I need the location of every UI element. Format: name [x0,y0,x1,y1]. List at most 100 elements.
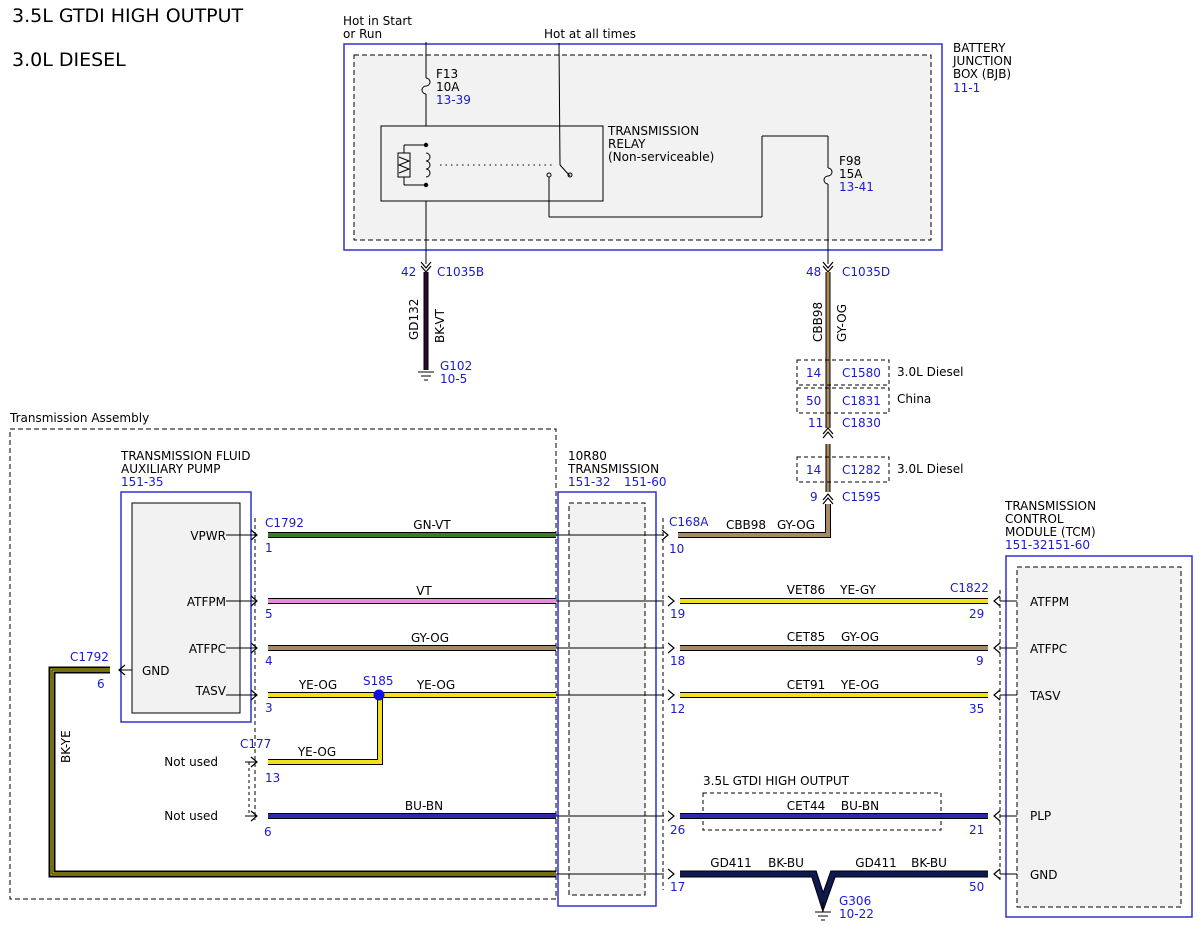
wire-ye-og-tasv-label-b: YE-OG [416,678,455,692]
c1822-connector: C1822 [950,581,989,595]
c1792-pin-6: 6 [97,677,105,691]
c1595-connector: C1595 [842,490,881,504]
pump-pin-gnd: GND [142,664,170,678]
c1822-pin-29-icon [993,595,1001,607]
relay-name-line-3: (Non-serviceable) [608,150,714,164]
wire-cet85-circuit: CET85 [787,630,826,644]
splice-s185-icon [373,689,385,701]
tcm-pin-plp: PLP [1030,809,1051,823]
wire-vet86-circuit: VET86 [787,583,825,597]
wire-vt-color-label: VT [416,584,432,598]
wire-cet44-color: BU-BN [841,799,879,813]
wire-cet44-circuit: CET44 [787,799,826,813]
wire-vet86-color: YE-GY [839,583,876,597]
c1580-option-box [796,359,890,386]
pump-pin-atfpm: ATFPM [187,595,226,609]
ground-g306-ref: 10-22 [839,907,874,921]
c168a-connector: C168A [669,515,709,529]
transmission-10r80 [557,491,657,907]
c1792-pin-1-icon [250,529,258,541]
ground-g102-ref: 10-5 [440,372,467,386]
not-used-label-2: Not used [164,809,218,823]
pin-6-bu-bn: 6 [264,825,272,839]
transmission-name-line-2: TRANSMISSION [567,462,659,476]
c1822-pin-35: 35 [969,702,984,716]
tcm-pin-atfpc: ATFPC [1030,642,1067,656]
not-used-label-1: Not used [164,755,218,769]
c1822-pin-50: 50 [969,880,984,894]
fuse-f13-rating: 10A [436,80,460,94]
splice-s185-label: S185 [363,674,394,688]
c1580-note: 3.0L Diesel [897,365,964,379]
wire-cbb98-circuit: CBB98 [726,518,766,532]
transmission-ref-1: 151-32 [568,475,611,489]
c1831-pin: 50 [806,394,821,408]
tcm-name-line-1: TRANSMISSION [1004,499,1096,513]
wire-gd411-circuit-a: GD411 [710,856,751,870]
c168a-pin-17: 17 [670,880,685,894]
wire-gn-vt-color-label: GN-VT [413,518,451,532]
tcm-name-line-3: MODULE (TCM) [1005,525,1096,539]
ground-g102-icon [418,371,434,381]
battery-junction-box [343,43,943,251]
relay-name-line-1: TRANSMISSION [607,124,699,138]
fuse-f13-ref: 13-39 [436,93,471,107]
c1831-note: China [897,392,931,406]
c168a-pin-12-icon [667,689,675,701]
gd132-circuit-label: GD132 [407,299,421,340]
c1822-pin-21: 21 [969,823,984,837]
transmission-pass-through [556,534,664,875]
wire-cet91-color: YE-OG [840,678,879,692]
c168a-pin-19: 19 [670,607,685,621]
transmission-ref-2: 151-60 [624,475,667,489]
c177-connector: C177 [240,737,271,751]
wire-gy-og-left-color-label: GY-OG [411,631,449,645]
diagram-title-line-2: 3.0L DIESEL [12,49,126,71]
tcm-pin-atfpm: ATFPM [1030,595,1069,609]
c1792-pin-3: 3 [265,701,273,715]
fuse-f98-circuit [823,136,833,264]
fuse-f98-name: F98 [839,154,861,168]
wire-cet85-color: GY-OG [841,630,879,644]
pump-name-line-2: AUXILIARY PUMP [121,462,221,476]
wire-ye-og-c177 [268,695,383,765]
relay-coil-icon [397,144,431,186]
c1282-note: 3.0L Diesel [897,462,964,476]
c168a-pin-10-icon [661,529,669,541]
c1792-pin-3-icon [250,689,258,701]
c1830-connector: C1830 [842,416,881,430]
auxiliary-pump-module [120,491,252,723]
pump-name-line-1: TRANSMISSION FLUID [120,449,250,463]
ground-g306-label: G306 [839,894,871,908]
c1830-connector-icon [822,427,834,439]
c1595-pin: 9 [810,490,818,504]
cbb98-circuit-label: CBB98 [811,302,825,342]
c1282-option-box [796,456,890,483]
bjb-name-line-3: BOX (BJB) [953,67,1011,81]
relay-switch-icon [546,42,828,218]
transmission-assembly-outline [9,428,557,900]
c1822-pin-9-icon [993,642,1001,654]
wire-cbb98-color: GY-OG [777,518,815,532]
tcm-pin-gnd: GND [1030,868,1058,882]
c1792-gnd-connector: C1792 [70,650,109,664]
fuse-f13-name: F13 [436,67,458,81]
c1822-pin-21-icon [993,810,1001,822]
c1792-pin-6-icon [118,664,126,676]
wire-cet91-circuit: CET91 [787,678,826,692]
ground-g306-icon [815,902,831,921]
pin-6-bu-bn-icon [250,810,258,822]
c1830-pin: 11 [808,416,823,430]
c168a-pin-12: 12 [670,702,685,716]
c1580-pin: 14 [806,366,821,380]
c1792-pin-1: 1 [265,541,273,555]
c1822-pin-35-icon [993,689,1001,701]
wire-gd411-color-b: BK-BU [911,856,947,870]
c168a-pin-17-icon [667,868,675,880]
plp-option-label: 3.5L GTDI HIGH OUTPUT [703,774,850,788]
c168a-pin-18-icon [667,642,675,654]
c1035d-connector: C1035D [842,265,890,279]
fuse-f98-ref: 13-41 [839,180,874,194]
wire-ye-og-c177-label: YE-OG [297,745,336,759]
